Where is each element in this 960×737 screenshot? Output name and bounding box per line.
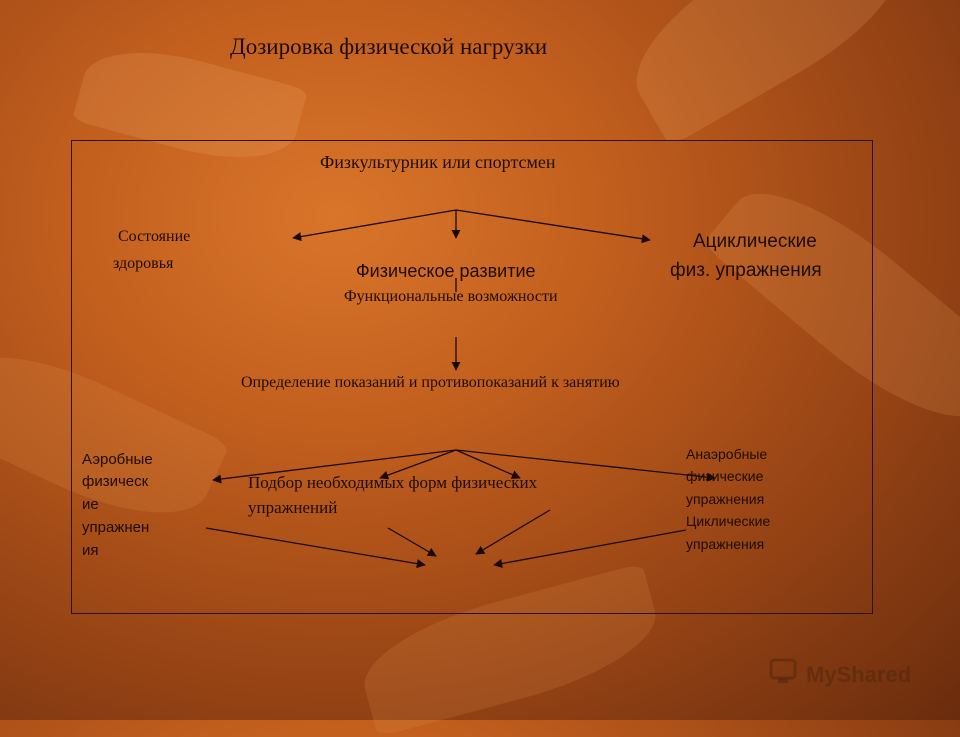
arrow-converge-4 xyxy=(493,529,687,569)
node-anaerobic-line: упражнения xyxy=(686,491,765,507)
node-health-line2: здоровья xyxy=(113,255,174,272)
node-anaerobic-line: Анаэробные xyxy=(686,446,768,462)
watermark-icon xyxy=(769,658,797,683)
node-indications: Определение показаний и противопоказаний… xyxy=(241,374,620,391)
arrow-to-health xyxy=(292,209,457,242)
node-athlete: Физкультурник или спортсмен xyxy=(320,152,556,172)
node-physical-development: Физическое развитие xyxy=(356,261,536,281)
arrow-to-acyclic xyxy=(455,209,651,244)
node-functional-capabilities: Функциональные возможности xyxy=(344,288,558,305)
node-selection-line1: Подбор необходимых форм физических xyxy=(248,473,538,492)
watermark-text: MyShared xyxy=(806,662,912,687)
page-title: Дозировка физической нагрузки xyxy=(230,34,548,59)
node-anaerobic-line: упражнения xyxy=(686,536,765,552)
arrow-converge-1 xyxy=(205,527,426,569)
arrow-to-aerobic xyxy=(212,449,457,484)
arrow-converge-3 xyxy=(475,509,551,555)
node-anaerobic-line: физические xyxy=(686,468,764,484)
node-aerobic-line: Аэробные xyxy=(82,451,153,468)
node-aerobic-line: ия xyxy=(82,542,99,559)
node-health-line1: Состояние xyxy=(118,228,191,245)
arrow-to-selection-left xyxy=(379,449,457,480)
arrow-to-anaerobic xyxy=(455,449,716,482)
diagram-frame xyxy=(71,140,873,614)
node-aerobic-line: упражнен xyxy=(82,519,150,536)
node-anaerobic-line: Циклические xyxy=(686,513,771,529)
node-aerobic-line: ие xyxy=(82,496,99,513)
diagram-arrows xyxy=(205,209,716,569)
node-aerobic-line: физическ xyxy=(82,473,149,490)
node-selection-line2: упражнений xyxy=(248,498,338,517)
node-acyclic-line2: физ. упражнения xyxy=(670,260,822,281)
arrow-to-selection-right xyxy=(455,449,521,479)
arrow-converge-2 xyxy=(387,527,437,557)
node-acyclic-line1: Ациклические xyxy=(693,231,817,252)
